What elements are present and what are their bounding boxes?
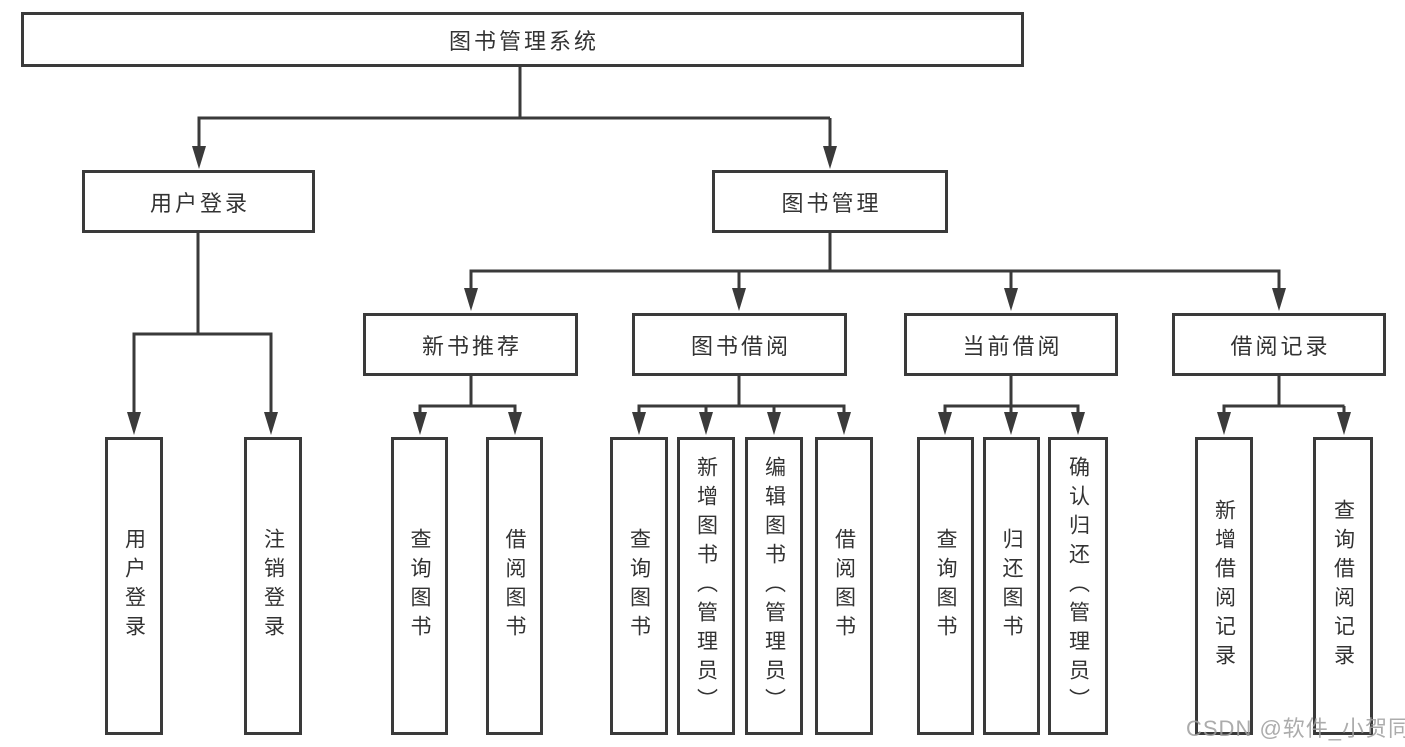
node-book-borrow: 图书借阅 xyxy=(632,313,847,376)
node-borrow-book-action: 借阅图书 xyxy=(815,437,873,735)
node-borrow-query-book: 查询图书 xyxy=(610,437,668,735)
node-add-borrow-record: 新增借阅记录 xyxy=(1195,437,1253,735)
node-user-login-action: 用户登录 xyxy=(105,437,163,735)
node-query-borrow-record: 查询借阅记录 xyxy=(1313,437,1373,735)
node-logout-action: 注销登录 xyxy=(244,437,302,735)
node-borrow-records: 借阅记录 xyxy=(1172,313,1386,376)
node-return-book: 归还图书 xyxy=(983,437,1040,735)
node-root: 图书管理系统 xyxy=(21,12,1024,67)
node-current-query-book: 查询图书 xyxy=(917,437,974,735)
node-user-login: 用户登录 xyxy=(82,170,315,233)
watermark-text: CSDN @软件_小贺同学 xyxy=(1186,716,1405,741)
node-book-management: 图书管理 xyxy=(712,170,948,233)
node-add-book-admin: 新增图书（管理员） xyxy=(677,437,735,735)
node-new-book-recommend: 新书推荐 xyxy=(363,313,578,376)
arrowheads xyxy=(127,146,1351,435)
node-confirm-return-admin: 确认归还（管理员） xyxy=(1048,437,1108,735)
node-recommend-query-book: 查询图书 xyxy=(391,437,448,735)
node-edit-book-admin: 编辑图书（管理员） xyxy=(745,437,803,735)
node-current-borrow: 当前借阅 xyxy=(904,313,1118,376)
node-recommend-borrow-book: 借阅图书 xyxy=(486,437,543,735)
